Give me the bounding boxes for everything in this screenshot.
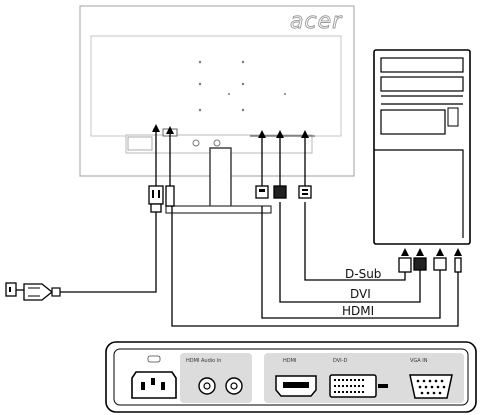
- dsub-plug-icon: [298, 185, 312, 199]
- hdmi-plug-pc-icon: [433, 257, 447, 271]
- cable-label-dsub: D-Sub: [345, 267, 381, 281]
- monitor-power-port: [127, 136, 153, 151]
- monitor-audio-jack-2: [192, 139, 200, 147]
- pc-drive-bay-3: [380, 109, 446, 135]
- arrow-up-icon: [454, 248, 462, 256]
- audio-cable: [171, 206, 459, 327]
- vga-port-icon: [409, 374, 453, 399]
- power-plug-head: [23, 283, 54, 301]
- pc-power-button: [447, 107, 459, 127]
- monitor-arrows: [152, 124, 309, 138]
- dvi-plug-icon: [273, 185, 287, 199]
- audio-plug-icon: [165, 185, 175, 207]
- audio-plug-pc-icon: [454, 257, 462, 273]
- pc-tower-body: [373, 49, 471, 245]
- dvi-port-icon: [329, 374, 388, 398]
- ac-power-socket: [131, 355, 177, 399]
- pc-side-panel: [374, 149, 464, 238]
- monitor-brand-logo: acer: [290, 9, 343, 34]
- arrow-up-icon: [152, 124, 160, 132]
- arrow-up-icon: [401, 248, 409, 256]
- cable-label-hdmi: HDMI: [342, 304, 374, 318]
- vga-port-label: VGA IN: [410, 358, 428, 364]
- arrow-up-icon: [436, 248, 444, 256]
- audio-jack-icon: [198, 377, 243, 395]
- wall-outlet-icon: [5, 282, 61, 301]
- plug-details: [152, 189, 308, 198]
- hdmi-port-pins: [283, 382, 309, 388]
- io-panel: HDMI Audio In HDMI DVI-D VGA IN: [105, 341, 477, 413]
- dvi-plug-pc-icon: [413, 257, 427, 271]
- power-plug-neck: [150, 203, 162, 213]
- dsub-plug-pc-icon: [398, 257, 412, 273]
- dvi-port-label: DVI-D: [333, 358, 347, 364]
- arrow-up-icon: [258, 130, 266, 138]
- pc-drive-bay-1: [380, 57, 464, 73]
- hdmi-port-label: HDMI: [283, 358, 296, 364]
- pc-side-plugs: [398, 257, 462, 273]
- monitor: acer: [79, 5, 355, 214]
- audio-in-label: HDMI Audio In: [186, 358, 221, 364]
- cables: [60, 130, 459, 327]
- power-plug-icon: [148, 185, 164, 205]
- monitor-screws: [198, 60, 286, 112]
- monitor-rear-panel: [90, 35, 342, 137]
- arrow-up-icon: [301, 130, 309, 138]
- pc-arrows: [401, 248, 462, 256]
- arrow-up-icon: [416, 248, 424, 256]
- cable-label-dvi: DVI: [350, 287, 371, 301]
- monitor-stand-base: [165, 205, 272, 214]
- dsub-cable: [304, 202, 406, 281]
- arrow-up-icon: [276, 130, 284, 138]
- pc-tower: [373, 49, 471, 245]
- hdmi-cable: [261, 206, 441, 319]
- pc-drive-bay-2: [380, 76, 464, 92]
- dvi-cable: [279, 202, 421, 303]
- arrow-up-icon: [166, 126, 174, 134]
- power-symbol-icon: [147, 355, 161, 363]
- monitor-audio-jack-3: [213, 139, 221, 147]
- monitor-stand: [209, 147, 232, 211]
- power-cable: [60, 212, 157, 293]
